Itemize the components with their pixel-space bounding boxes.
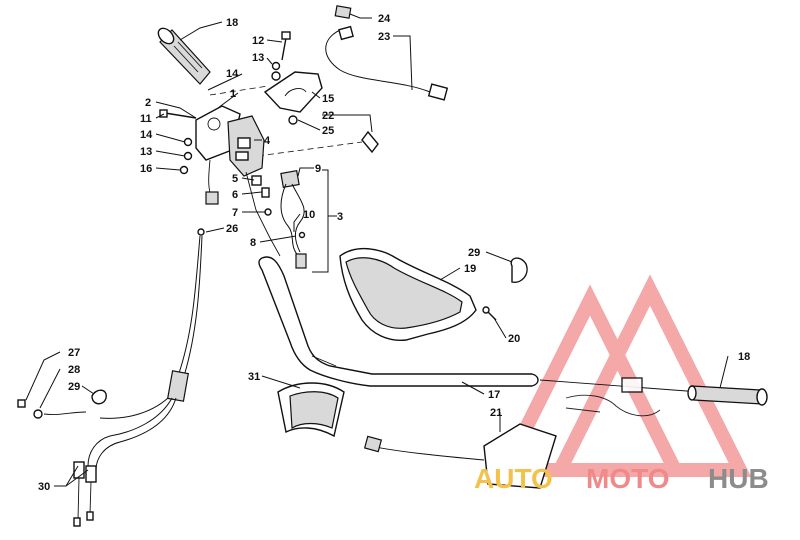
callout-14-left: 14 [140,129,153,141]
callout-2: 2 [145,97,151,109]
wire-harness [280,170,307,269]
switch-housing-4 [227,115,281,257]
nut-14-top [271,71,281,81]
clamp-29-left [91,389,107,405]
callout-28: 28 [68,364,80,376]
callout-30: 30 [38,481,50,493]
bolt-11 [159,109,197,119]
throttle-cable-26 [87,228,205,471]
callout-15: 15 [322,93,334,105]
right-grip [687,385,768,406]
callout-labels: 18 12 13 14 1 2 11 14 13 16 24 23 15 25 … [38,13,750,493]
callout-22: 22 [322,110,334,122]
callout-12: 12 [252,35,264,47]
throttle-right [565,377,661,417]
handlebar-17 [258,256,701,393]
callout-18-right: 18 [738,351,750,363]
cable-23 [325,5,449,101]
washer-13-left [183,151,193,161]
cable-ends-30 [73,461,97,527]
callout-11: 11 [140,113,152,125]
part-6 [261,187,270,198]
callout-16: 16 [140,163,152,175]
hand-guard-19 [339,248,477,341]
watermark-auto: AUTO [474,463,553,494]
callout-13-top: 13 [252,52,264,64]
callout-1: 1 [230,88,236,100]
callout-9: 9 [315,163,321,175]
callout-26: 26 [226,223,238,235]
pad-31 [277,382,345,438]
callout-13-left: 13 [140,146,152,158]
callout-23: 23 [378,31,390,43]
cable-link [43,411,87,415]
watermark-moto: MOTO [586,463,669,494]
callout-17: 17 [488,389,500,401]
part-28 [33,409,43,419]
callout-4: 4 [264,135,271,147]
callout-31: 31 [248,371,260,383]
callout-29-left: 29 [68,381,80,393]
clamp-29-right [510,257,528,283]
callout-14-top: 14 [226,68,239,80]
callout-20: 20 [508,333,520,345]
callout-19: 19 [464,263,476,275]
callout-18-top: 18 [226,17,238,29]
screw-20 [482,306,497,321]
callout-24: 24 [378,13,391,25]
part-5 [251,175,262,186]
callout-10: 10 [303,209,315,221]
ref-line-2 [257,141,363,157]
callout-27: 27 [68,347,80,359]
pin-22 [361,130,379,154]
watermark-text: AUTO MOTO HUB [474,463,769,494]
callout-7: 7 [232,207,238,219]
leader-lines [25,13,729,487]
callout-6: 6 [232,189,238,201]
callout-3: 3 [337,211,343,223]
washer-14-left [183,137,193,147]
bolt-12 [281,31,291,61]
left-grip [157,27,211,85]
nut-16 [179,165,189,175]
callout-25: 25 [322,125,334,137]
clamp-15 [263,71,323,113]
washer-13 [271,61,281,71]
callout-8: 8 [250,237,256,249]
heater-element-21 [363,423,557,489]
watermark-hub: HUB [708,463,769,494]
callout-5: 5 [232,173,238,185]
part-27 [17,399,26,408]
ref-line-1 [209,85,269,96]
screw-25 [288,115,298,125]
callout-21: 21 [490,407,502,419]
callout-29-right: 29 [468,247,480,259]
